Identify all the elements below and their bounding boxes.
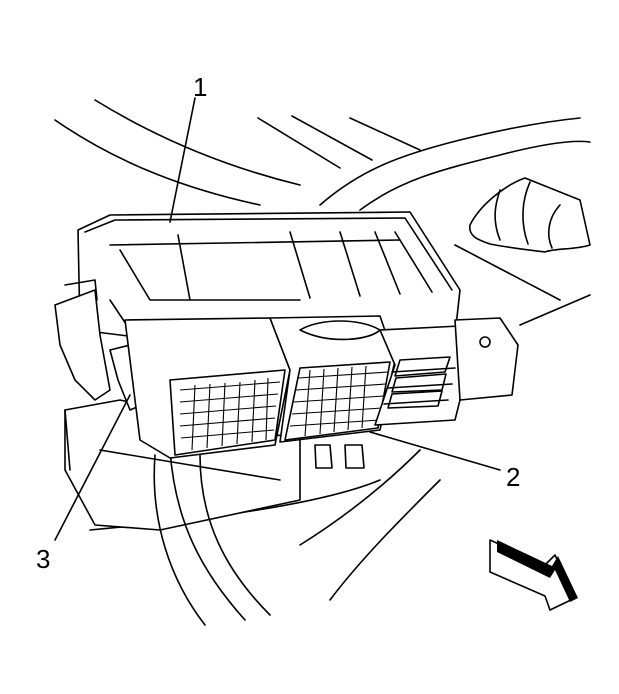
callout-label-3: 3 — [36, 544, 51, 574]
leader-line-1 — [169, 97, 196, 223]
callout-label-1: 1 — [193, 72, 208, 102]
background-panel-lines — [54, 99, 591, 601]
module-housing — [77, 211, 461, 341]
wiring-harness — [153, 444, 365, 626]
view-direction-arrow-icon — [489, 539, 578, 611]
callout-leaders — [54, 97, 501, 541]
background-hand — [468, 177, 591, 253]
connector-right — [374, 317, 519, 426]
connector-left — [124, 317, 291, 459]
callout-label-2: 2 — [506, 462, 521, 492]
leader-line-2 — [369, 431, 501, 471]
connector-middle — [269, 315, 396, 443]
leader-line-3 — [54, 394, 131, 541]
